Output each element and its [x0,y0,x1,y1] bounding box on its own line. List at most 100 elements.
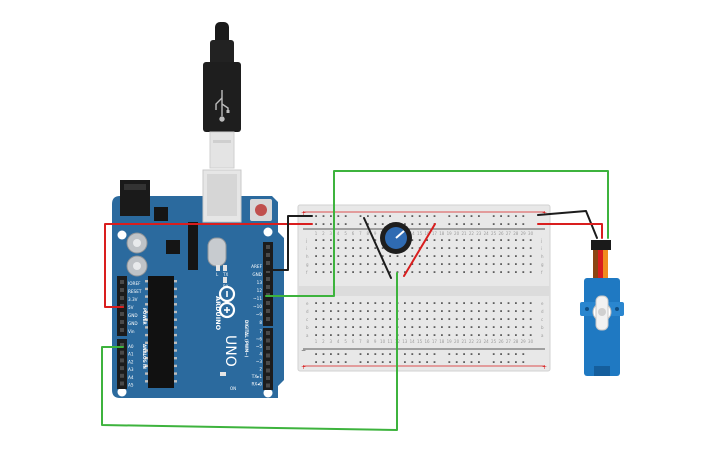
breadboard-hole[interactable] [315,302,317,304]
breadboard-hole[interactable] [500,302,502,304]
breadboard-hole[interactable] [470,247,473,249]
digital-pin[interactable] [266,383,270,388]
breadboard-hole[interactable] [330,310,332,312]
breadboard-rail-hole[interactable] [404,361,406,363]
breadboard-hole[interactable] [418,302,421,304]
breadboard-hole[interactable] [448,310,451,312]
breadboard-hole[interactable] [426,318,428,320]
breadboard-rail-hole[interactable] [448,223,451,225]
breadboard-rail-hole[interactable] [418,223,421,225]
breadboard-rail-hole[interactable] [522,361,525,363]
breadboard-hole[interactable] [337,239,340,241]
breadboard-rail-hole[interactable] [426,361,428,363]
digital-pin[interactable] [266,368,270,373]
breadboard-hole[interactable] [463,310,465,312]
breadboard-hole[interactable] [359,326,362,328]
breadboard-hole[interactable] [374,247,377,249]
breadboard-hole[interactable] [337,247,340,249]
wire-servo-5v-red[interactable] [537,223,603,239]
breadboard-rail-hole[interactable] [330,215,332,217]
breadboard-hole[interactable] [492,302,495,304]
breadboard-rail-hole[interactable] [337,353,340,355]
breadboard-rail-hole[interactable] [381,215,384,217]
breadboard-rail-hole[interactable] [522,353,525,355]
breadboard-hole[interactable] [463,334,465,336]
breadboard-hole[interactable] [507,271,510,273]
breadboard-hole[interactable] [411,255,414,257]
breadboard-hole[interactable] [315,247,317,249]
breadboard-hole[interactable] [515,302,517,304]
breadboard-hole[interactable] [337,255,340,257]
breadboard-hole[interactable] [381,302,384,304]
breadboard-hole[interactable] [374,302,377,304]
digital-pin[interactable] [266,361,270,365]
breadboard-rail-hole[interactable] [315,361,317,363]
breadboard-hole[interactable] [426,334,428,336]
breadboard-hole[interactable] [522,302,525,304]
breadboard-hole[interactable] [404,302,406,304]
breadboard-rail-hole[interactable] [470,353,473,355]
breadboard-hole[interactable] [367,310,369,312]
breadboard-hole[interactable] [470,302,473,304]
breadboard-hole[interactable] [322,302,325,304]
breadboard-hole[interactable] [515,318,517,320]
analog-pin[interactable] [120,381,124,386]
breadboard-hole[interactable] [404,271,406,273]
breadboard-hole[interactable] [418,263,421,265]
breadboard-hole[interactable] [515,247,517,249]
breadboard-hole[interactable] [478,263,480,265]
breadboard-hole[interactable] [381,255,384,257]
breadboard-hole[interactable] [455,247,458,249]
breadboard-rail-hole[interactable] [448,215,451,217]
breadboard[interactable]: + + + + − 112233445566778899101011111212… [297,204,551,372]
breadboard-hole[interactable] [492,239,495,241]
wire-a0-green[interactable] [101,272,398,431]
breadboard-rail-hole[interactable] [367,353,369,355]
breadboard-rail-hole[interactable] [515,215,517,217]
breadboard-hole[interactable] [322,263,325,265]
breadboard-rail-hole[interactable] [433,361,436,363]
analog-pin[interactable] [120,350,124,355]
breadboard-hole[interactable] [492,318,495,320]
breadboard-hole[interactable] [315,239,317,241]
breadboard-hole[interactable] [359,247,362,249]
breadboard-rail-hole[interactable] [455,223,458,225]
breadboard-hole[interactable] [485,271,488,273]
breadboard-hole[interactable] [441,263,443,265]
breadboard-hole[interactable] [426,302,428,304]
breadboard-hole[interactable] [441,255,443,257]
breadboard-hole[interactable] [418,271,421,273]
digital-pin[interactable] [266,277,270,281]
breadboard-hole[interactable] [529,302,532,304]
breadboard-rail-hole[interactable] [478,215,480,217]
breadboard-hole[interactable] [478,247,480,249]
breadboard-hole[interactable] [367,255,369,257]
breadboard-hole[interactable] [344,334,347,336]
breadboard-hole[interactable] [448,271,451,273]
breadboard-hole[interactable] [396,255,399,257]
breadboard-hole[interactable] [441,310,443,312]
breadboard-rail-hole[interactable] [470,223,473,225]
breadboard-hole[interactable] [485,247,488,249]
breadboard-hole[interactable] [455,326,458,328]
breadboard-rail-hole[interactable] [367,215,369,217]
breadboard-rail-hole[interactable] [404,353,406,355]
breadboard-hole[interactable] [352,271,354,273]
digital-pin[interactable] [266,346,270,350]
breadboard-hole[interactable] [352,247,354,249]
breadboard-hole[interactable] [433,255,436,257]
breadboard-hole[interactable] [529,271,532,273]
breadboard-hole[interactable] [374,326,377,328]
breadboard-hole[interactable] [500,310,502,312]
breadboard-hole[interactable] [389,326,391,328]
breadboard-rail-hole[interactable] [515,353,517,355]
breadboard-rail-hole[interactable] [500,353,502,355]
breadboard-hole[interactable] [529,326,532,328]
breadboard-hole[interactable] [396,271,399,273]
breadboard-hole[interactable] [330,239,332,241]
breadboard-hole[interactable] [337,318,340,320]
breadboard-hole[interactable] [448,263,451,265]
breadboard-hole[interactable] [455,263,458,265]
breadboard-hole[interactable] [374,271,377,273]
breadboard-rail-hole[interactable] [411,361,414,363]
